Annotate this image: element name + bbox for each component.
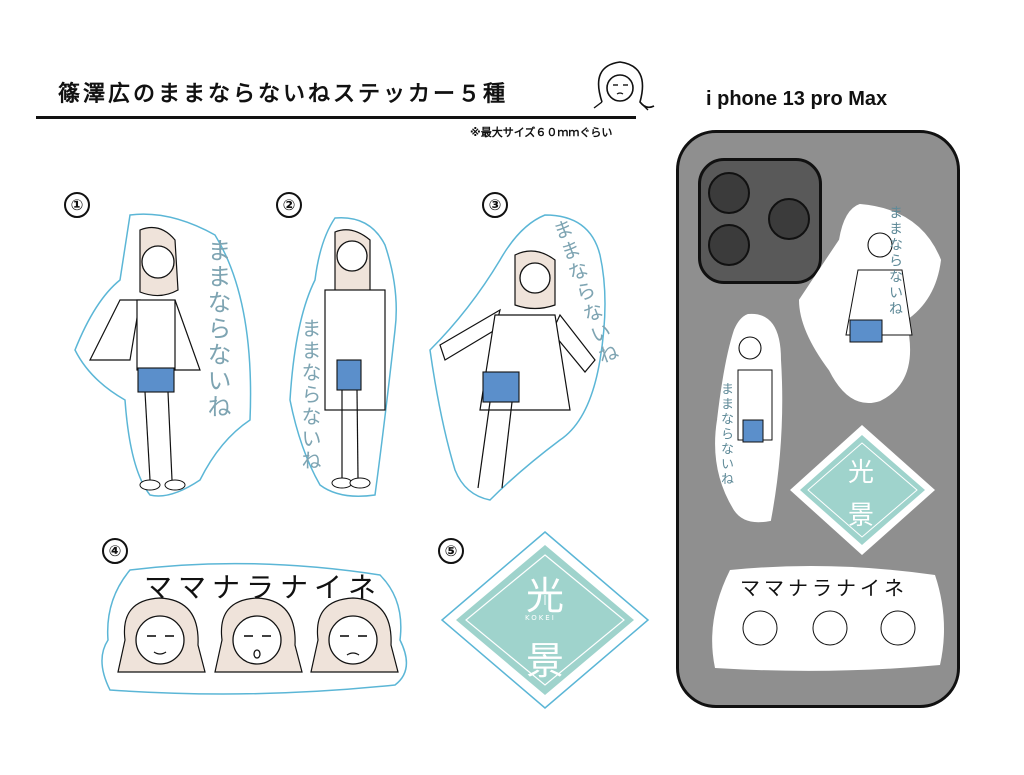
size-note: ※最大サイズ６０ｍｍぐらい	[470, 126, 613, 139]
phone-model-title: i phone 13 pro Max	[706, 88, 888, 110]
sticker-number-3: ③	[482, 192, 508, 218]
sticker-5-logo	[440, 531, 650, 709]
sticker-5-char-bottom: 景	[526, 639, 565, 683]
sticker-number-1: ①	[64, 192, 90, 218]
sticker-number-4: ④	[102, 538, 128, 564]
camera-lens-icon	[708, 224, 750, 266]
title-underline	[36, 116, 636, 119]
sticker-5-char-top: 光	[526, 574, 565, 618]
phone-sticker-3-text: ままならないね	[887, 205, 903, 317]
sticker-5-roman: KOKEI	[525, 614, 556, 622]
sticker-4	[101, 562, 408, 695]
sticker-1-text: ままならないね	[203, 238, 231, 420]
sticker-2	[289, 216, 397, 497]
camera-lens-icon	[768, 198, 810, 240]
sticker-number-2: ②	[276, 192, 302, 218]
phone-logo-char-top: 光	[848, 458, 875, 488]
sticker-2-text: ままならないね	[298, 318, 322, 472]
phone-sticker-4-text: ママナラナイネ	[740, 576, 908, 600]
phone-sticker-2-text: ままならないね	[718, 382, 733, 487]
phone-logo-char-bottom: 景	[848, 501, 875, 531]
sticker-4-text: ママナラナイネ	[144, 571, 383, 604]
camera-lens-icon	[708, 172, 750, 214]
sticker-3	[429, 214, 606, 501]
sticker-1	[74, 213, 252, 497]
sticker-number-5: ⑤	[438, 538, 464, 564]
page-title: 篠澤広のままならないねステッカー５種	[58, 82, 509, 107]
